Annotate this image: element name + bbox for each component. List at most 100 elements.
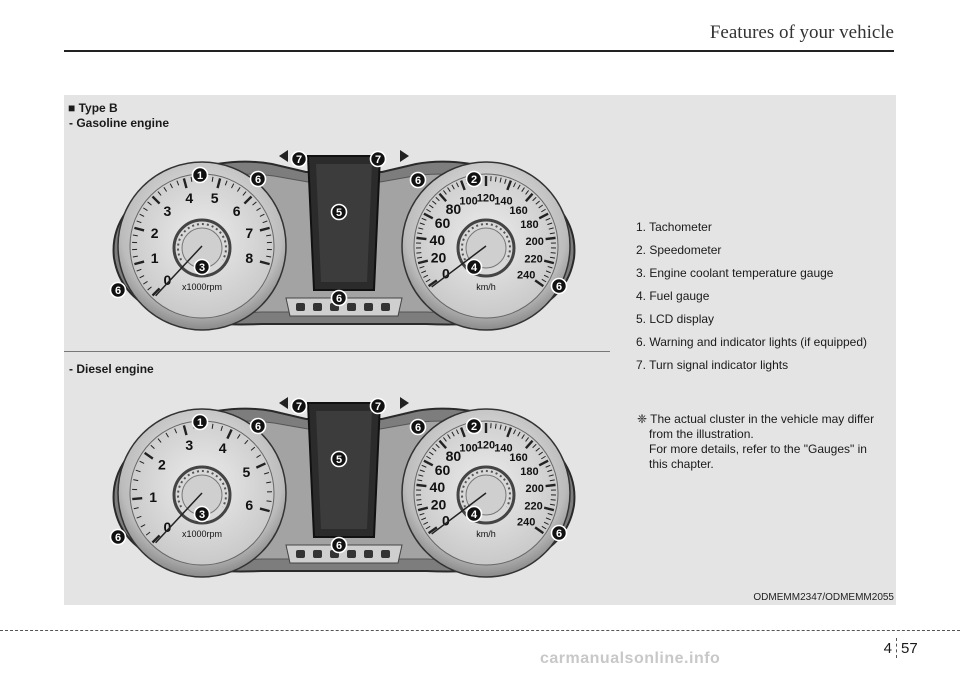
warning-light-icon <box>296 550 305 558</box>
speedometer-subgauge-arc <box>461 470 511 508</box>
tick-label: 120 <box>477 440 495 452</box>
callout-marker: 3 <box>193 258 211 276</box>
callout-number: 2 <box>471 421 477 433</box>
tick-mark <box>416 499 422 501</box>
tick-mark <box>525 190 530 195</box>
tick-label: 1 <box>149 489 157 505</box>
tick-mark <box>459 427 466 438</box>
tick-mark <box>435 443 440 449</box>
tick-mark <box>504 178 507 184</box>
tick-mark <box>139 460 145 464</box>
callout-marker: 7 <box>290 397 308 415</box>
callout-circle <box>193 505 211 523</box>
tick-mark <box>151 287 161 297</box>
tick-mark <box>494 176 497 182</box>
callout-number: 6 <box>556 281 562 293</box>
tick-mark <box>545 464 551 468</box>
tick-mark <box>132 255 138 258</box>
tick-mark <box>255 462 266 469</box>
tick-mark <box>513 182 517 188</box>
tick-mark <box>242 191 247 196</box>
callout-circle <box>330 289 348 307</box>
tick-mark <box>432 200 437 205</box>
tick-label: 6 <box>245 497 253 513</box>
callout-marker: 6 <box>409 418 427 436</box>
tick-mark <box>417 232 423 235</box>
tick-mark <box>419 222 425 226</box>
tick-label: 4 <box>185 190 193 206</box>
tachometer-subgauge-arc <box>177 470 227 508</box>
callout-number: 7 <box>296 401 302 413</box>
page-chapter-number: 4 <box>883 640 892 657</box>
tick-mark <box>266 255 272 258</box>
callout-number: 6 <box>556 528 562 540</box>
callout-number: 7 <box>375 154 381 166</box>
tick-mark <box>427 279 438 288</box>
tick-mark <box>438 439 448 449</box>
needle <box>431 492 487 535</box>
tick-mark <box>417 259 429 265</box>
tick-mark <box>418 474 424 477</box>
tick-mark <box>447 434 451 439</box>
unit-label: x1000rpm <box>182 282 222 292</box>
callout-number: 6 <box>255 421 261 433</box>
tick-mark <box>547 512 553 516</box>
page-number-separator <box>896 638 897 658</box>
tick-mark <box>132 497 143 501</box>
callout-number: 6 <box>255 174 261 186</box>
callout-marker: 6 <box>109 528 127 546</box>
speedometer-subgauge-face <box>465 227 507 269</box>
tick-mark <box>259 213 265 217</box>
tick-mark <box>545 217 551 221</box>
tick-mark <box>135 469 141 473</box>
tick-label: 80 <box>446 448 462 464</box>
tick-mark <box>266 481 272 484</box>
section-divider <box>64 351 610 352</box>
tick-mark <box>535 447 540 452</box>
callout-circle <box>330 536 348 554</box>
tick-mark <box>143 451 154 460</box>
tick-mark <box>423 459 434 467</box>
tick-mark <box>143 207 148 212</box>
tick-mark <box>532 443 537 449</box>
tick-label: 3 <box>185 437 193 453</box>
callout-marker: 1 <box>191 166 209 184</box>
tick-mark <box>548 227 554 230</box>
tick-mark <box>133 479 139 482</box>
footer-rule <box>0 630 960 631</box>
tick-mark <box>550 499 556 501</box>
callout-marker: 4 <box>465 258 483 276</box>
callout-marker: 2 <box>465 417 483 435</box>
callout-circle <box>409 171 427 189</box>
callout-circle <box>550 277 568 295</box>
callout-marker: 6 <box>249 417 267 435</box>
tick-mark <box>244 439 249 445</box>
tick-mark <box>541 525 547 530</box>
tick-label: 2 <box>158 456 166 472</box>
tick-mark <box>132 234 138 237</box>
header-rule <box>64 50 894 52</box>
tick-mark <box>421 217 427 221</box>
callout-marker: 6 <box>409 171 427 189</box>
lcd-screen <box>316 411 372 529</box>
tick-label: 0 <box>163 272 171 288</box>
tick-mark <box>417 506 429 512</box>
tick-mark <box>266 234 272 237</box>
tick-mark <box>513 429 517 435</box>
tick-label: 8 <box>245 250 253 266</box>
tick-mark <box>252 201 257 206</box>
tick-mark <box>416 252 422 254</box>
tick-label: 120 <box>477 193 495 205</box>
tick-mark <box>147 286 152 291</box>
callout-number: 1 <box>197 170 203 182</box>
legend-item: 4. Fuel gauge <box>636 289 710 303</box>
tick-mark <box>236 187 241 192</box>
tick-mark <box>419 469 425 473</box>
callout-circle <box>109 528 127 546</box>
tick-mark <box>134 226 145 232</box>
tick-label: 60 <box>435 215 451 231</box>
tick-mark <box>524 439 534 449</box>
tick-mark <box>174 428 178 434</box>
